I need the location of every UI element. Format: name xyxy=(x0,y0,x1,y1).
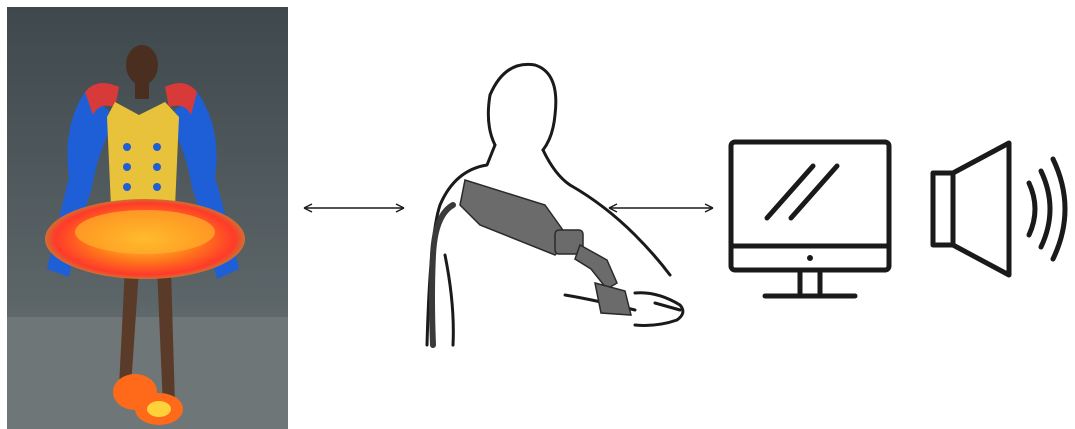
bidirectional-arrow-icon xyxy=(605,198,717,218)
runway-fashion-photo xyxy=(7,7,288,429)
computer-monitor-icon xyxy=(725,136,895,306)
bidirectional-arrow-icon xyxy=(300,198,408,218)
speaker-icon xyxy=(925,135,1075,285)
